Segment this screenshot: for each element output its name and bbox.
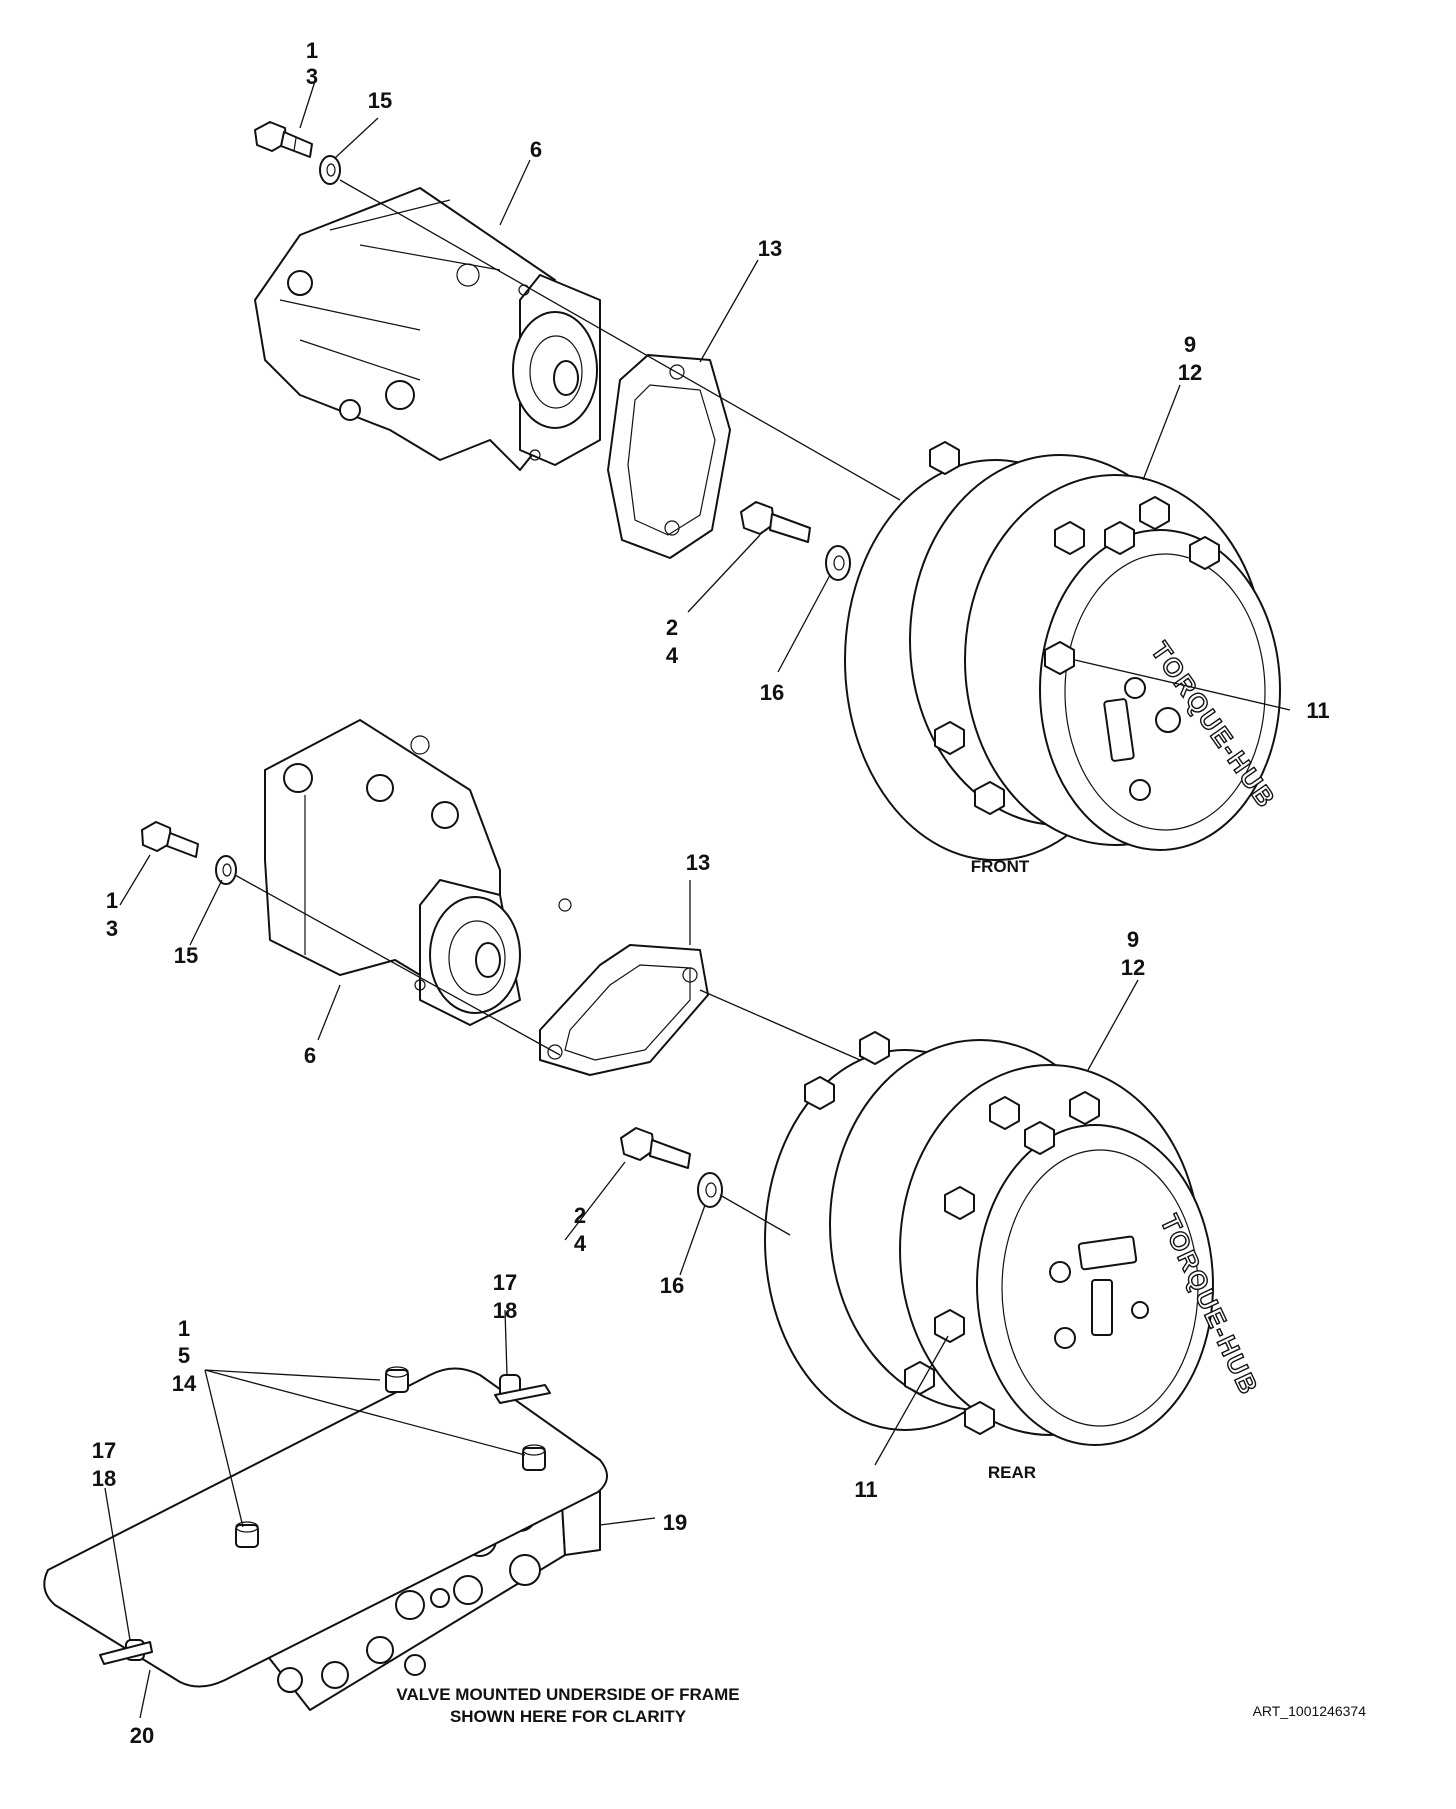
callout-valve-bolts-2: 5 [178,1343,190,1368]
callout-rear-hub-1: 9 [1127,927,1139,952]
valve-note-line-1: VALVE MOUNTED UNDERSIDE OF FRAME [396,1685,739,1704]
valve-leader-lines [104,1309,656,1719]
mid-washer-part [215,855,237,885]
callout-valve-block: 19 [663,1510,687,1535]
mid-gasket-part [539,944,709,1076]
rear-leader-lines [119,854,1139,1466]
callout-valve-bolts-3: 14 [172,1371,197,1396]
callout-valve-plate: 20 [130,1723,154,1748]
rear-label: REAR [988,1463,1036,1482]
callout-top-washer: 15 [368,88,392,113]
top-motor-part [254,187,601,471]
callout-top-bolt-2: 3 [306,64,318,89]
callout-valve-clip-right-2: 18 [493,1298,517,1323]
rear-torque-hub-part: TORQUE-HUB [764,1031,1265,1446]
rear-assembly: TORQUE-HUB [119,719,1265,1466]
valve-plate-bolt-1 [385,1366,409,1393]
callout-mid-washer: 15 [174,943,198,968]
valve-clip-right-part [494,1374,551,1404]
mid-motor-part [264,719,572,1026]
valve-note-line-2: SHOWN HERE FOR CLARITY [450,1707,687,1726]
valve-plate-part [43,1366,608,1688]
callout-labels: 1 3 15 6 13 9 12 2 4 16 11 FRONT 1 3 15 … [92,38,1366,1748]
callout-top-bolt-1: 1 [306,38,318,63]
callout-rear-hub-bolt-1: 2 [574,1203,586,1228]
callout-mid-gasket: 13 [686,850,710,875]
top-leader-lines [299,77,1291,711]
rear-hub-bolt-part [620,1127,691,1169]
top-hub-washer-part [825,545,851,581]
valve-assembly [43,1309,656,1719]
callout-mid-bolt-2: 3 [106,916,118,941]
front-label: FRONT [971,857,1030,876]
callout-top-gasket: 13 [758,236,782,261]
valve-clip-left-part [99,1639,153,1665]
callout-top-hub-bolt-1: 2 [666,615,678,640]
valve-plate-bolt-3 [235,1521,259,1548]
mid-bolt-part [141,821,199,858]
art-reference: ART_1001246374 [1253,1703,1367,1719]
callout-mid-bolt-1: 1 [106,888,118,913]
callout-mid-motor: 6 [304,1043,316,1068]
top-hub-bolt-part [740,501,811,543]
callout-rear-hub-nut: 11 [854,1477,877,1502]
callout-rear-hub-bolt-2: 4 [574,1231,587,1256]
top-washer-part [319,155,341,185]
callout-top-motor: 6 [530,137,542,162]
callout-valve-clip-right-1: 17 [493,1270,517,1295]
front-assembly: TORQUE-HUB [254,77,1291,861]
rear-hub-washer-part [697,1172,723,1208]
callout-top-hub-washer: 16 [760,680,784,705]
callout-rear-hub-washer: 16 [660,1273,684,1298]
callout-top-hub-bolt-2: 4 [666,643,679,668]
callout-valve-clip-left-2: 18 [92,1466,116,1491]
callout-top-hub-2: 12 [1178,360,1202,385]
callout-top-hub-1: 9 [1184,332,1196,357]
top-torque-hub-part: TORQUE-HUB [844,441,1283,861]
valve-plate-bolt-2 [522,1444,546,1471]
top-bolt-part [254,121,313,158]
callout-valve-clip-left-1: 17 [92,1438,116,1463]
callout-top-hub-nut: 11 [1306,698,1329,723]
callout-valve-bolts-1: 1 [178,1316,190,1341]
callout-rear-hub-2: 12 [1121,955,1145,980]
top-gasket-part [607,354,731,559]
